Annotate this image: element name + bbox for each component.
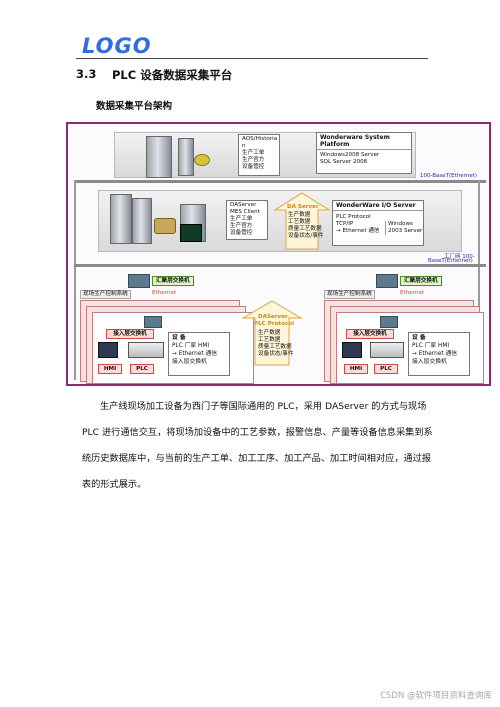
plc-label: PLC: [374, 364, 398, 374]
section-title: PLC 设备数据采集平台: [112, 68, 233, 82]
field-system-label: 现场生产控制系统: [324, 290, 375, 299]
top-network-label: 100-BaseT(Ethernet): [420, 173, 478, 179]
plc-rack-icon: [128, 342, 164, 358]
arrow-line: 设备状态/事件: [288, 233, 324, 239]
device-title: 设 备: [172, 335, 186, 341]
plc-label: PLC: [130, 364, 154, 374]
server-icon: [132, 198, 152, 244]
daserver-line: 设备管控: [230, 230, 253, 236]
device-line: PLC 厂家 HMI: [172, 343, 210, 349]
aos-line: AOS/Historia: [242, 136, 278, 142]
daserver-arrow-title: DAServer: [258, 314, 288, 320]
arrow-line: 质量工艺数据: [288, 226, 322, 232]
io-left-column: PLC Protocol TCP/IP → Ethernet 通信: [336, 214, 380, 235]
ethernet-backbone-top: [74, 180, 486, 183]
io-right-line: Windows: [388, 221, 413, 227]
database-server-icon: [146, 136, 172, 178]
section-number: 3.3: [76, 67, 97, 81]
access-switch-icon: [380, 316, 398, 328]
device-line: 接入层交换机: [412, 359, 447, 365]
ethernet-label: Ethernet: [152, 290, 177, 296]
upload-arrow-icon: [274, 192, 330, 250]
io-right-line: 2003 Server: [388, 228, 423, 234]
network-vertical-left: [74, 180, 76, 380]
upload-arrow-icon: [242, 300, 302, 366]
ethernet-backbone-factory: [74, 264, 486, 267]
daserver-line: 生产工单: [230, 216, 253, 222]
architecture-diagram: AOS/Historia n 生产工单 生产官方 设备管控 Wonderware…: [66, 122, 491, 386]
access-switch-icon: [144, 316, 162, 328]
network-vertical-right: [478, 180, 480, 380]
subheading: 数据采集平台架构: [96, 101, 173, 112]
hmi-label: HMI: [344, 364, 368, 374]
aggregation-switch-icon: [128, 274, 150, 288]
daserver-mes-box: DAServer MES Client 生产工单 生产官方 设备管控: [226, 200, 268, 240]
monitor-icon: [180, 224, 202, 242]
io-left-line: PLC Protocol: [336, 214, 371, 220]
aos-historian-box: AOS/Historia n 生产工单 生产官方 设备管控: [238, 134, 280, 176]
device-box-right: 设 备 PLC 厂家 HMI → Ethernet 通信 接入层交换机: [408, 332, 470, 376]
aggregation-switch-icon: [376, 274, 398, 288]
server-icon: [178, 138, 194, 176]
arrow-line: 生产数据: [258, 330, 281, 336]
device-box-left: 设 备 PLC 厂家 HMI → Ethernet 通信 接入层交换机: [168, 332, 230, 376]
body-line: 生产线现场加工设备为西门子等国际通用的 PLC，采用 DAServer 的方式与…: [100, 401, 427, 412]
device-line: → Ethernet 通信: [412, 351, 458, 357]
body-line: 表的形式展示。: [82, 479, 147, 490]
daserver-line: MES Client: [230, 209, 260, 215]
io-server-box: WonderWare I/O Server PLC Protocol TCP/I…: [332, 200, 424, 246]
aos-line: 设备管控: [242, 164, 265, 170]
device-line: 接入层交换机: [172, 359, 207, 365]
aos-line: 生产官方: [242, 157, 265, 163]
io-server-title: WonderWare I/O Server: [333, 201, 423, 211]
body-line: 统历史数据库中，与当前的生产工单、加工工序、加工产品、加工时间相对应，通过报: [82, 453, 432, 464]
plc-rack-icon: [370, 342, 404, 358]
da-server-arrow-title: DA Server: [287, 204, 319, 210]
device-title: 设 备: [412, 335, 426, 341]
hmi-screen-icon: [98, 342, 118, 358]
device-line: PLC 厂家 HMI: [412, 343, 450, 349]
factory-network-label-1: 工厂网 100-: [444, 254, 475, 260]
body-line: PLC 进行通信交互，将现场加设备中的工艺参数，报警信息、产量等设备信息采集到系: [82, 427, 433, 438]
hmi-screen-icon: [342, 342, 362, 358]
factory-network-label-2: BaseT(Ethernet): [428, 258, 473, 264]
aggregation-switch-label: 汇聚层交换机: [152, 276, 194, 286]
wonderware-system-box: Wonderware System Platform Windows2008 S…: [316, 132, 412, 174]
server-icon: [110, 194, 132, 244]
io-left-line: → Ethernet 通信: [336, 228, 380, 234]
watermark: CSDN @软件项目资料查询库: [380, 691, 492, 701]
access-switch-label: 接入层交换机: [346, 329, 394, 339]
plc-protocol-arrow-title: PLC Protocol: [254, 321, 295, 327]
aos-line: 生产工单: [242, 150, 265, 156]
field-system-label: 现场生产控制系统: [80, 290, 131, 299]
aos-line: n: [242, 143, 246, 149]
wonderware-system-title: Wonderware System Platform: [317, 133, 411, 150]
header-divider: [76, 58, 428, 59]
arrow-line: 工艺数据: [288, 219, 311, 225]
cable-icon: [154, 218, 176, 234]
wonderware-line: Windows2008 Server: [320, 152, 380, 158]
arrow-line: 设备状态/事件: [258, 351, 294, 357]
daserver-line: DAServer: [230, 202, 257, 208]
daserver-line: 生产官方: [230, 223, 253, 229]
aggregation-switch-label: 汇聚层交换机: [400, 276, 442, 286]
logo: LOGO: [82, 34, 152, 58]
device-line: → Ethernet 通信: [172, 351, 218, 357]
hmi-label: HMI: [98, 364, 122, 374]
access-switch-label: 接入层交换机: [106, 329, 154, 339]
io-right-column: Windows 2003 Server: [385, 221, 422, 235]
arrow-line: 生产数据: [288, 212, 311, 218]
io-left-line: TCP/IP: [336, 221, 354, 227]
wonderware-line: SQL Server 2008: [320, 159, 368, 165]
ethernet-label: Ethernet: [400, 290, 425, 296]
arrow-line: 工艺数据: [258, 337, 281, 343]
arrow-line: 质量工艺数据: [258, 344, 292, 350]
gear-icon: [194, 154, 210, 166]
